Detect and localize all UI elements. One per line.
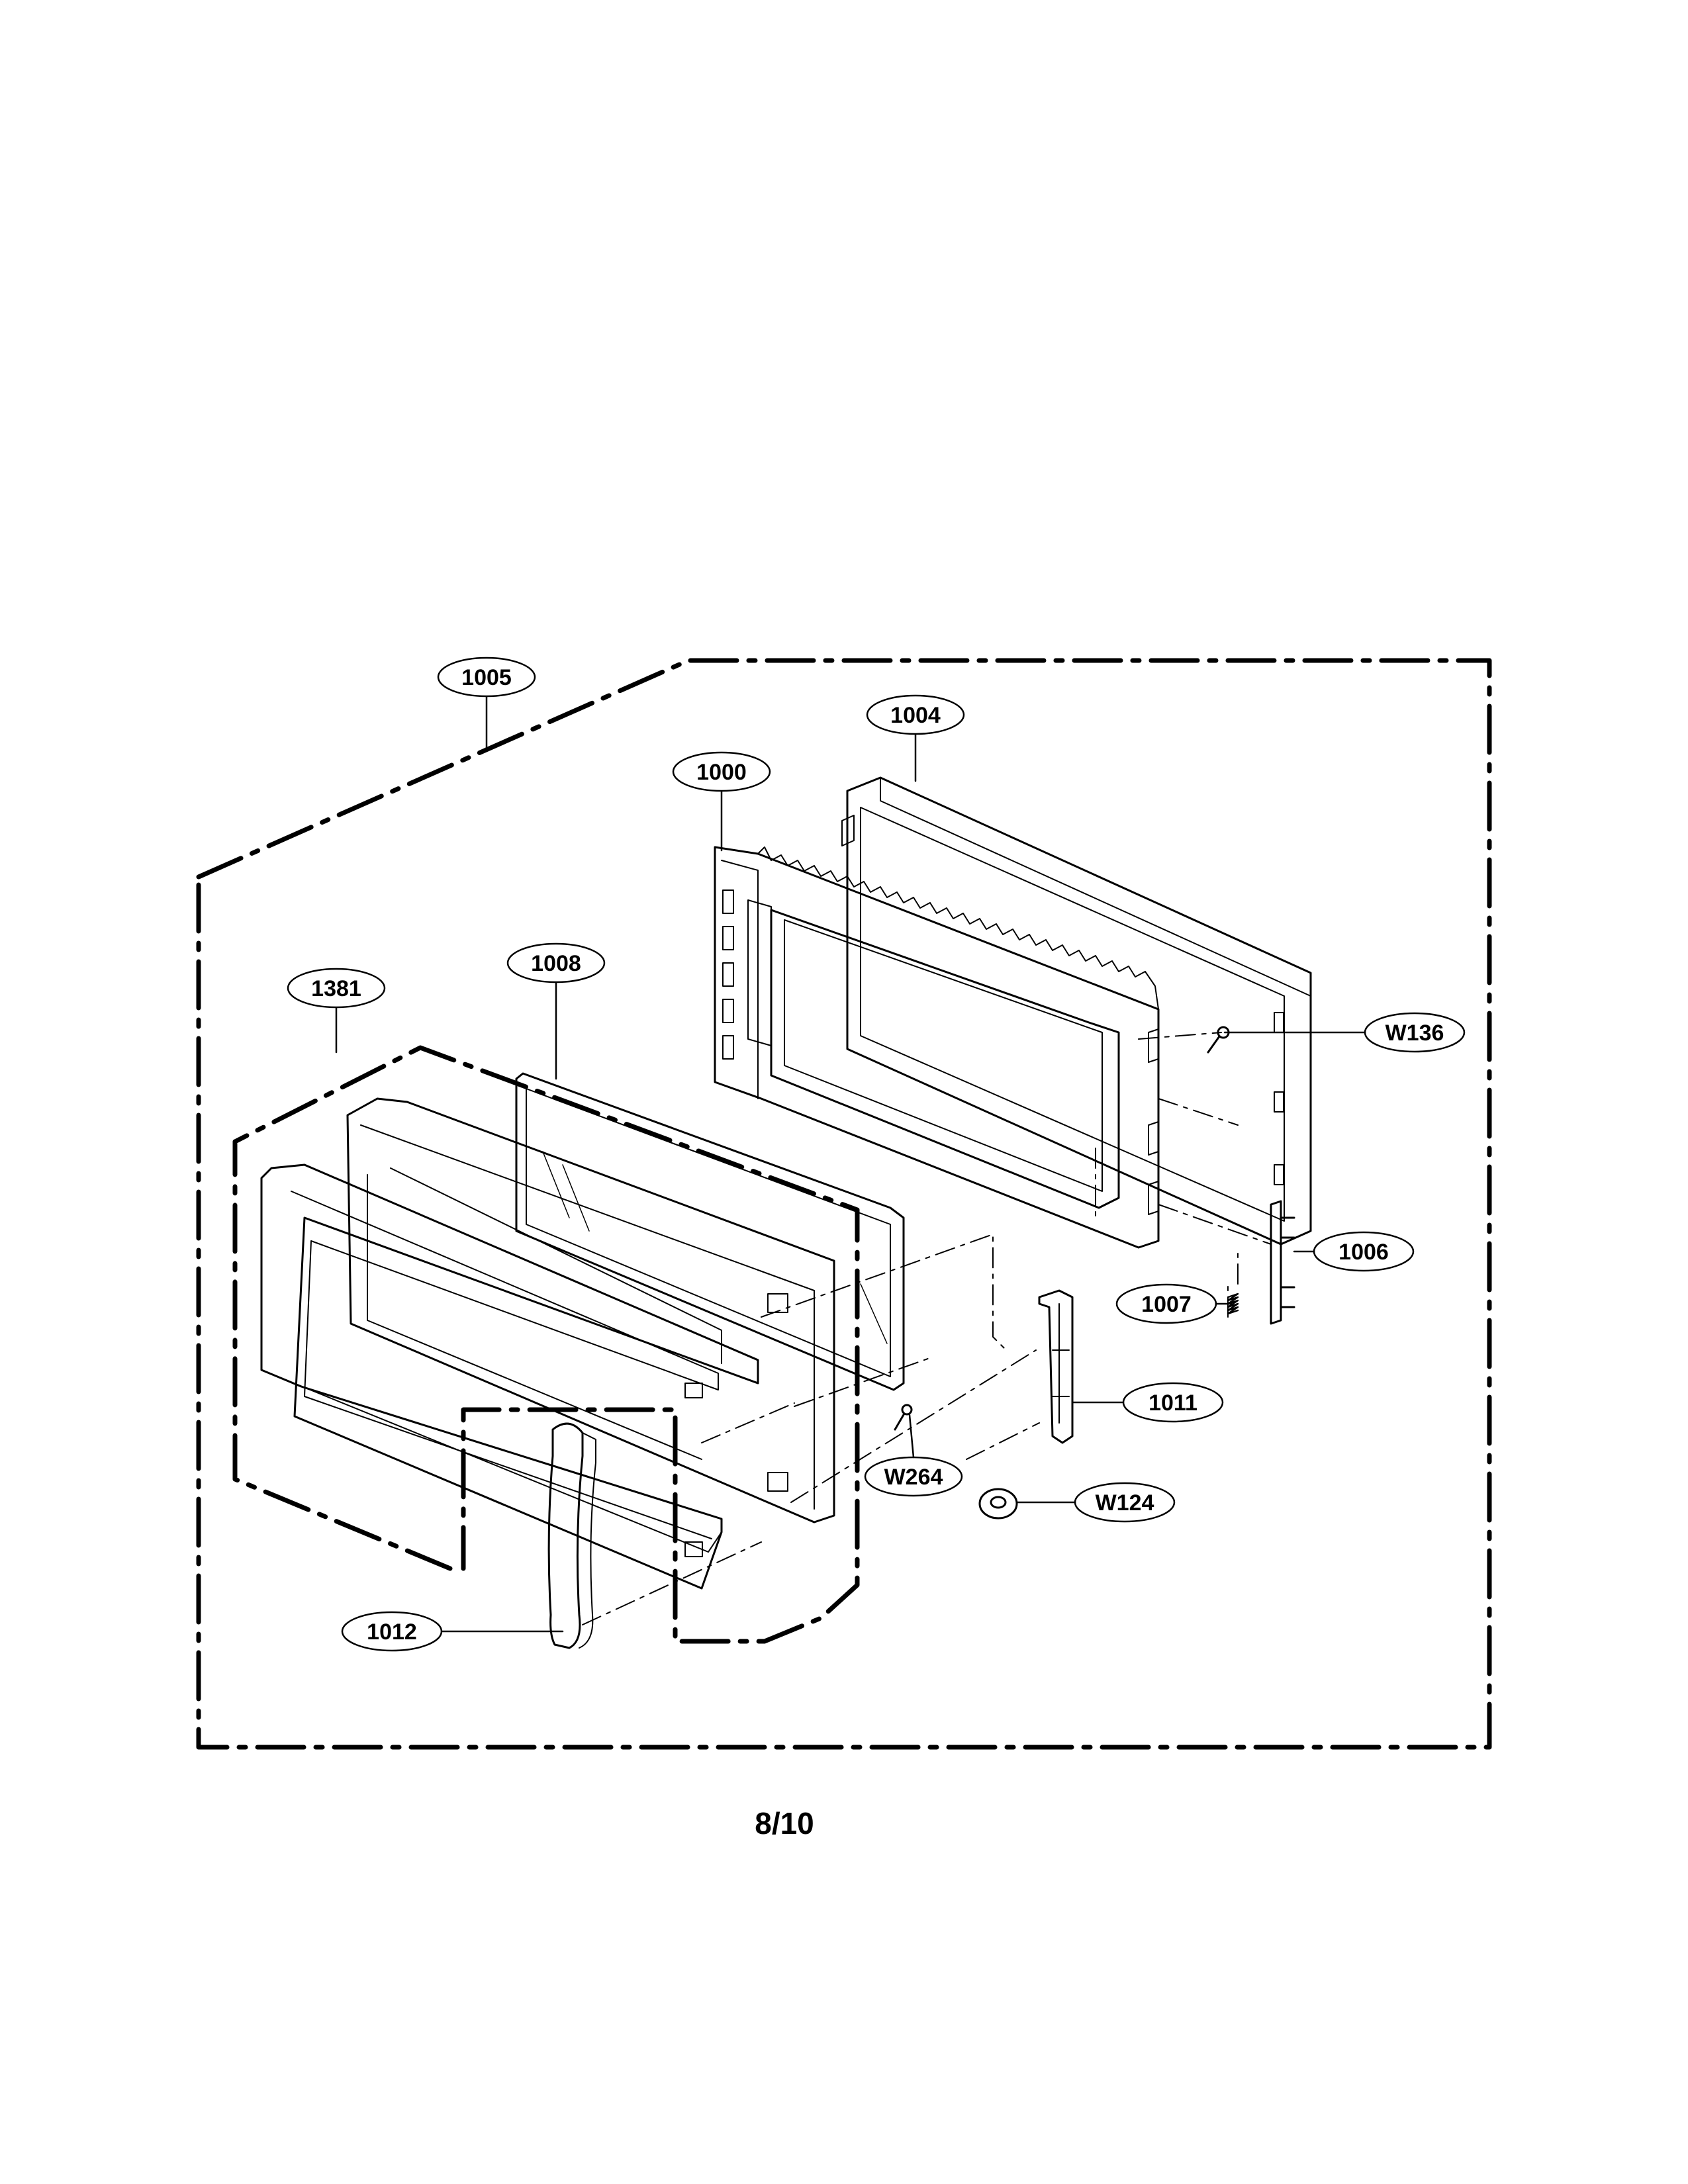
page-number: 8/10 bbox=[755, 1806, 814, 1841]
part-1008-glass-panel bbox=[515, 1072, 905, 1391]
callout-1012-bubble bbox=[341, 1611, 443, 1652]
part-W136-screw bbox=[1207, 1026, 1230, 1054]
callout-1005-label: 1005 bbox=[461, 665, 512, 690]
part-1012-handle bbox=[547, 1422, 596, 1649]
part-1381-front-frame bbox=[346, 1097, 835, 1524]
callout-1005-bubble bbox=[437, 657, 536, 698]
callout-1006-bubble bbox=[1313, 1231, 1415, 1272]
part-W264-screw bbox=[894, 1404, 913, 1431]
callout-1004-label: 1004 bbox=[890, 703, 941, 728]
callout-W136-bubble bbox=[1364, 1012, 1466, 1053]
callout-1007-bubble bbox=[1115, 1283, 1217, 1324]
callout-W124-label: W124 bbox=[1096, 1490, 1154, 1516]
callout-1006-label: 1006 bbox=[1338, 1240, 1389, 1265]
part-1000-door-frame bbox=[714, 846, 1160, 1249]
leader-W264 bbox=[908, 1414, 915, 1459]
part-1011-lever bbox=[1038, 1289, 1074, 1444]
callout-W264-bubble bbox=[864, 1456, 963, 1497]
callout-W124-bubble bbox=[1074, 1482, 1176, 1523]
callout-1000-bubble bbox=[672, 751, 771, 792]
callout-1381-bubble bbox=[287, 968, 386, 1009]
leader-lines bbox=[335, 696, 1366, 1633]
part-1007-spring bbox=[1227, 1293, 1239, 1315]
part-1381-bezel bbox=[260, 1163, 759, 1590]
part-1006-latch bbox=[1270, 1200, 1295, 1325]
callout-1381-label: 1381 bbox=[311, 976, 361, 1001]
callout-1008-label: 1008 bbox=[531, 951, 581, 976]
callout-bubbles bbox=[287, 657, 1466, 1652]
callout-1008-bubble bbox=[506, 942, 606, 983]
callout-1000-label: 1000 bbox=[696, 760, 747, 785]
callout-1011-bubble bbox=[1122, 1382, 1224, 1423]
callout-W264-label: W264 bbox=[884, 1465, 943, 1490]
callout-1011-label: 1011 bbox=[1149, 1390, 1197, 1416]
callout-1012-label: 1012 bbox=[367, 1619, 417, 1645]
assembly-boundary-1381 bbox=[232, 1045, 860, 1644]
assembly-guides bbox=[582, 1032, 1272, 1625]
assembly-boundary-1005 bbox=[196, 658, 1492, 1750]
part-W124-washer bbox=[978, 1488, 1018, 1520]
callout-1004-bubble bbox=[866, 694, 965, 735]
callout-W136-label: W136 bbox=[1385, 1021, 1444, 1046]
callout-1007-label: 1007 bbox=[1141, 1292, 1192, 1317]
part-1004-door-panel bbox=[841, 776, 1312, 1246]
